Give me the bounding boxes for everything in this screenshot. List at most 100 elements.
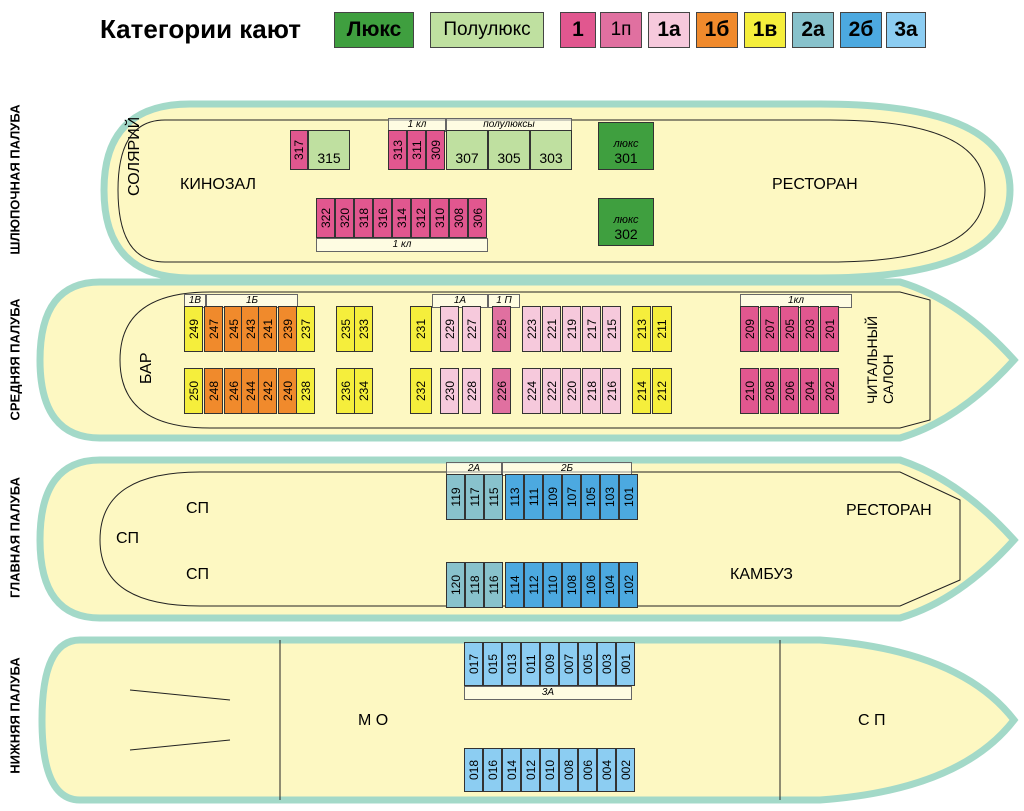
cabin-008[interactable]: 008 [559, 748, 578, 792]
cabin-213[interactable]: 213 [632, 306, 651, 352]
cabin-204[interactable]: 204 [800, 368, 819, 414]
cabin-239[interactable]: 239 [278, 306, 297, 352]
cabin-105[interactable]: 105 [581, 474, 600, 520]
cabin-313[interactable]: 313 [388, 130, 407, 170]
cabin-201[interactable]: 201 [820, 306, 839, 352]
cabin-318[interactable]: 318 [354, 198, 373, 238]
cabin-235[interactable]: 235 [336, 306, 355, 352]
cabin-101[interactable]: 101 [619, 474, 638, 520]
cabin-224[interactable]: 224 [522, 368, 541, 414]
cabin-003[interactable]: 003 [597, 642, 616, 686]
cabin-009[interactable]: 009 [540, 642, 559, 686]
cabin-303[interactable]: 303 [530, 130, 572, 170]
cabin-212[interactable]: 212 [652, 368, 672, 414]
cabin-104[interactable]: 104 [600, 562, 619, 608]
cabin-317[interactable]: 317 [290, 130, 308, 170]
cabin-221[interactable]: 221 [542, 306, 561, 352]
cabin-306[interactable]: 306 [468, 198, 487, 238]
cabin-211[interactable]: 211 [652, 306, 672, 352]
cabin-210[interactable]: 210 [740, 368, 759, 414]
cabin-237[interactable]: 237 [296, 306, 315, 352]
cabin-316[interactable]: 316 [373, 198, 392, 238]
cabin-107[interactable]: 107 [562, 474, 581, 520]
cabin-005[interactable]: 005 [578, 642, 597, 686]
cabin-013[interactable]: 013 [502, 642, 521, 686]
cabin-202[interactable]: 202 [820, 368, 839, 414]
cabin-216[interactable]: 216 [602, 368, 621, 414]
cabin-010[interactable]: 010 [540, 748, 559, 792]
cabin-006[interactable]: 006 [578, 748, 597, 792]
cabin-229[interactable]: 229 [440, 306, 459, 352]
cabin-322[interactable]: 322 [316, 198, 335, 238]
cabin-232[interactable]: 232 [410, 368, 432, 414]
cabin-226[interactable]: 226 [492, 368, 511, 414]
cabin-305[interactable]: 305 [488, 130, 530, 170]
cabin-219[interactable]: 219 [562, 306, 581, 352]
cabin-014[interactable]: 014 [502, 748, 521, 792]
cabin-018[interactable]: 018 [464, 748, 483, 792]
cabin-225[interactable]: 225 [492, 306, 511, 352]
cabin-315[interactable]: 315 [308, 130, 350, 170]
cabin-116[interactable]: 116 [484, 562, 503, 608]
cabin-250[interactable]: 250 [184, 368, 203, 414]
cabin-109[interactable]: 109 [543, 474, 562, 520]
cabin-113[interactable]: 113 [505, 474, 524, 520]
cabin-007[interactable]: 007 [559, 642, 578, 686]
cabin-249[interactable]: 249 [184, 306, 203, 352]
cabin-110[interactable]: 110 [543, 562, 562, 608]
cabin-012[interactable]: 012 [521, 748, 540, 792]
cabin-309[interactable]: 309 [426, 130, 445, 170]
cabin-311[interactable]: 311 [407, 130, 426, 170]
cabin-016[interactable]: 016 [483, 748, 502, 792]
cabin-320[interactable]: 320 [335, 198, 354, 238]
cabin-222[interactable]: 222 [542, 368, 561, 414]
cabin-230[interactable]: 230 [440, 368, 459, 414]
cabin-310[interactable]: 310 [430, 198, 449, 238]
cabin-307[interactable]: 307 [446, 130, 488, 170]
cabin-209[interactable]: 209 [740, 306, 759, 352]
cabin-112[interactable]: 112 [524, 562, 543, 608]
cabin-227[interactable]: 227 [462, 306, 481, 352]
cabin-233[interactable]: 233 [354, 306, 373, 352]
cabin-011[interactable]: 011 [521, 642, 540, 686]
cabin-111[interactable]: 111 [524, 474, 543, 520]
cabin-108[interactable]: 108 [562, 562, 581, 608]
cabin-115[interactable]: 115 [484, 474, 503, 520]
cabin-231[interactable]: 231 [410, 306, 432, 352]
cabin-247[interactable]: 247 [204, 306, 223, 352]
cabin-015[interactable]: 015 [483, 642, 502, 686]
cabin-217[interactable]: 217 [582, 306, 601, 352]
cabin-248[interactable]: 248 [204, 368, 223, 414]
cabin-102[interactable]: 102 [619, 562, 638, 608]
cabin-236[interactable]: 236 [336, 368, 355, 414]
cabin-223[interactable]: 223 [522, 306, 541, 352]
cabin-220[interactable]: 220 [562, 368, 581, 414]
cabin-114[interactable]: 114 [505, 562, 524, 608]
cabin-004[interactable]: 004 [597, 748, 616, 792]
cabin-119[interactable]: 119 [446, 474, 465, 520]
cabin-314[interactable]: 314 [392, 198, 411, 238]
cabin-205[interactable]: 205 [780, 306, 799, 352]
cabin-001[interactable]: 001 [616, 642, 635, 686]
cabin-308[interactable]: 308 [449, 198, 468, 238]
cabin-240[interactable]: 240 [278, 368, 297, 414]
cabin-234[interactable]: 234 [354, 368, 373, 414]
cabin-215[interactable]: 215 [602, 306, 621, 352]
cabin-103[interactable]: 103 [600, 474, 619, 520]
cabin-238[interactable]: 238 [296, 368, 315, 414]
cabin-241[interactable]: 241 [258, 306, 277, 352]
cabin-002[interactable]: 002 [616, 748, 635, 792]
cabin-214[interactable]: 214 [632, 368, 651, 414]
cabin-117[interactable]: 117 [465, 474, 484, 520]
cabin-208[interactable]: 208 [760, 368, 779, 414]
cabin-218[interactable]: 218 [582, 368, 601, 414]
cabin-206[interactable]: 206 [780, 368, 799, 414]
cabin-228[interactable]: 228 [462, 368, 481, 414]
cabin-312[interactable]: 312 [411, 198, 430, 238]
cabin-242[interactable]: 242 [258, 368, 277, 414]
cabin-120[interactable]: 120 [446, 562, 465, 608]
cabin-118[interactable]: 118 [465, 562, 484, 608]
cabin-207[interactable]: 207 [760, 306, 779, 352]
